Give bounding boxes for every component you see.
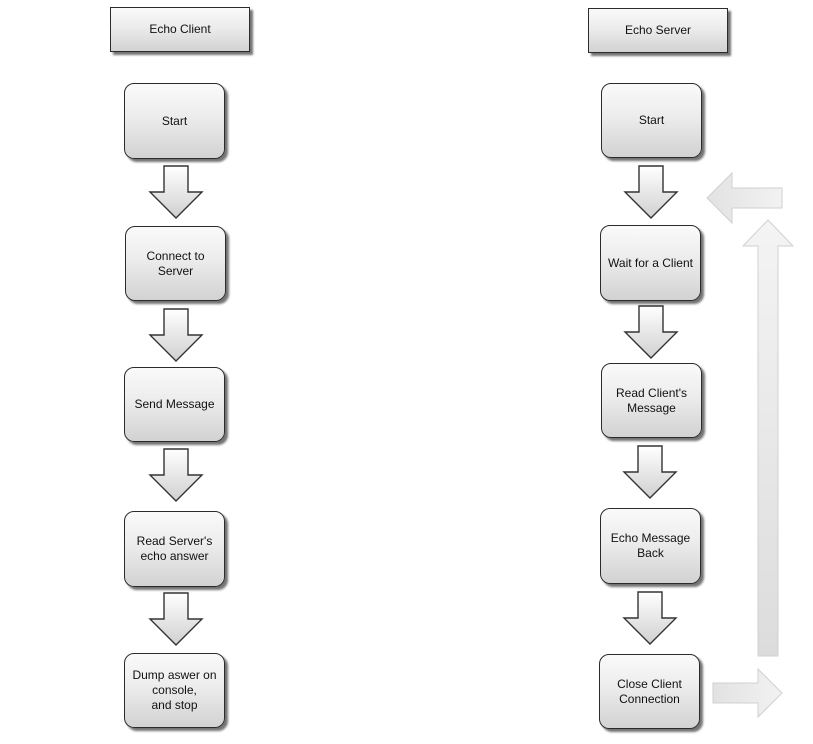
- client-step-send: Send Message: [124, 367, 225, 442]
- server-step-read: Read Client's Message: [601, 363, 702, 438]
- client-down-arrow-3: [148, 448, 204, 502]
- client-step-read: Read Server's echo answer: [124, 511, 225, 587]
- server-down-arrow-2: [623, 305, 679, 359]
- loop-left-arrow: [706, 171, 783, 225]
- client-down-arrow-1: [148, 165, 204, 219]
- server-step-close: Close Client Connection: [599, 654, 700, 729]
- server-down-arrow-3: [622, 445, 678, 499]
- client-step-dump: Dump aswer on console, and stop: [124, 653, 225, 728]
- client-step-connect: Connect to Server: [125, 226, 226, 301]
- server-step-start: Start: [601, 83, 702, 158]
- client-down-arrow-2: [148, 308, 204, 362]
- client-down-arrow-4: [148, 592, 204, 646]
- server-down-arrow-1: [623, 165, 679, 219]
- server-step-echo: Echo Message Back: [600, 508, 701, 584]
- server-title: Echo Server: [588, 8, 728, 53]
- loop-up-arrow: [741, 219, 795, 657]
- client-step-start: Start: [124, 83, 225, 159]
- loop-right-arrow: [712, 667, 783, 719]
- server-step-wait: Wait for a Client: [600, 225, 701, 301]
- server-down-arrow-4: [622, 591, 678, 645]
- client-title: Echo Client: [110, 7, 250, 52]
